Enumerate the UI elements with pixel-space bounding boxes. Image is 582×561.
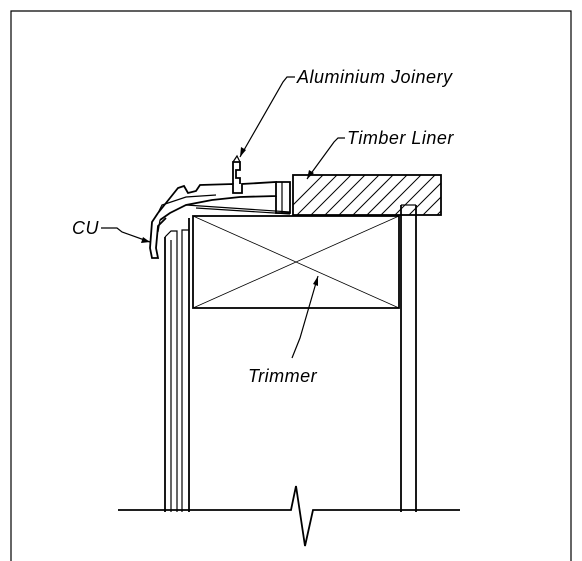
left-frame-members: [164, 218, 190, 512]
timber-liner-outline: [292, 174, 442, 216]
timber-liner-hatching: [293, 175, 441, 215]
break-line: [118, 485, 460, 547]
timber-liner: [292, 174, 442, 216]
trimmer-cross-2: [192, 215, 400, 309]
trimmer-label: Trimmer: [248, 366, 318, 386]
leader-lines: [101, 76, 345, 359]
aluminium-joinery-arrow: [240, 147, 246, 157]
aluminium-joinery-leader: [239, 76, 295, 158]
right-stud: [400, 204, 417, 512]
aluminium-joinery-label: Aluminium Joinery: [296, 67, 453, 87]
trimmer-leader: [291, 275, 319, 359]
trimmer: [192, 215, 400, 309]
aluminium-joinery-profile: [149, 154, 291, 259]
drawing-frame: [10, 10, 572, 561]
timber-liner-arrow: [307, 170, 314, 179]
timber-liner-leader: [306, 137, 345, 180]
trimmer-outline: [192, 215, 400, 309]
cu-arrow: [141, 237, 150, 243]
trimmer-arrow: [313, 276, 318, 286]
cu-label: CU: [72, 218, 99, 238]
timber-liner-label: Timber Liner: [347, 128, 454, 148]
cu-leader: [101, 227, 151, 243]
